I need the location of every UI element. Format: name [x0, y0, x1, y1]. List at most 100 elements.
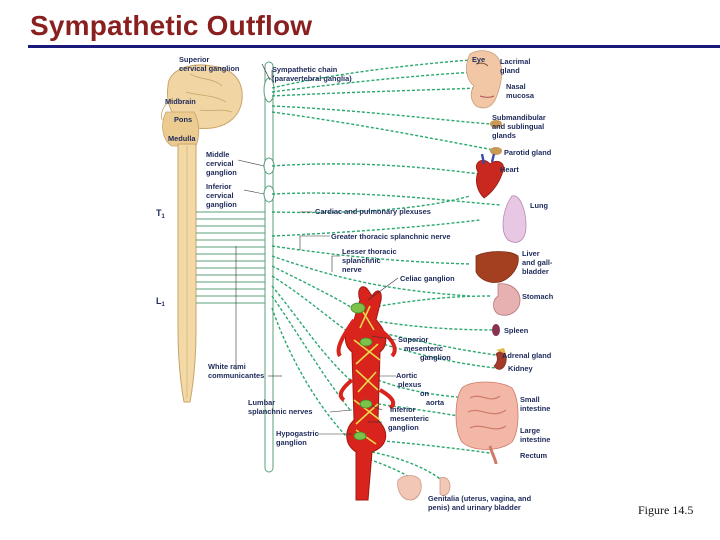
svg-text:ganglion: ganglion	[206, 168, 237, 177]
label-lesser-splanchnic-1: Lesser thoracic	[342, 247, 397, 256]
label-superior-mesenteric-1: Superior	[398, 335, 429, 344]
gland-icon	[490, 120, 502, 155]
label-greater-splanchnic: Greater thoracic splanchnic nerve	[331, 232, 451, 241]
svg-text:Lacrimal: Lacrimal	[500, 57, 530, 66]
label-celiac-ganglion: Celiac ganglion	[400, 274, 455, 283]
label-l1: L1	[156, 296, 166, 308]
svg-text:Spleen: Spleen	[504, 326, 529, 335]
label-middle-cervical-1: Middle	[206, 150, 229, 159]
svg-text:Greater thoracic splanchnic ne: Greater thoracic splanchnic nerve	[331, 232, 451, 241]
organ-adrenal: Adrenal gland	[502, 351, 552, 360]
svg-text:Large: Large	[520, 426, 540, 435]
svg-text:on: on	[420, 389, 430, 398]
svg-text:Aortic: Aortic	[396, 371, 417, 380]
label-pons: Pons	[174, 115, 192, 124]
svg-text:intestine: intestine	[520, 404, 550, 413]
spleen-icon	[492, 324, 500, 336]
label-aortic-plexus-3: on	[420, 389, 430, 398]
svg-text:Superior: Superior	[398, 335, 429, 344]
svg-text:ganglion: ganglion	[388, 423, 419, 432]
svg-text:Rectum: Rectum	[520, 451, 548, 460]
organ-small-intestine-2: intestine	[520, 404, 550, 413]
label-midbrain: Midbrain	[165, 97, 196, 106]
brain	[161, 64, 243, 147]
organ-lacrimal-2: gland	[500, 66, 520, 75]
svg-text:ganglion: ganglion	[206, 200, 237, 209]
svg-text:Kidney: Kidney	[508, 364, 534, 373]
label-aortic-plexus-1: Aortic	[396, 371, 417, 380]
svg-text:Liver: Liver	[522, 249, 540, 258]
label-inferior-cervical-3: ganglion	[206, 200, 237, 209]
label-cardiac-plexuses: Cardiac and pulmonary plexuses	[315, 207, 431, 216]
organ-large-intestine-1: Large	[520, 426, 540, 435]
svg-text:Heart: Heart	[500, 165, 519, 174]
svg-text:cervical ganglion: cervical ganglion	[179, 64, 240, 73]
label-superior-cervical-1: Superior	[179, 55, 210, 64]
svg-text:communicantes: communicantes	[208, 371, 264, 380]
label-aortic-plexus-2: plexus	[398, 380, 421, 389]
svg-text:bladder: bladder	[522, 267, 549, 276]
label-t1: T1	[156, 208, 166, 220]
white-rami-lines	[196, 211, 272, 304]
aorta	[336, 286, 397, 501]
sympathetic-chain	[263, 61, 275, 473]
label-superior-cervical-2: cervical ganglion	[179, 64, 240, 73]
sympathetic-outflow-diagram: Superior cervical ganglion Sympathetic c…	[156, 50, 554, 512]
svg-text:mesenteric: mesenteric	[404, 344, 443, 353]
svg-text:Small: Small	[520, 395, 540, 404]
kidney-icon	[493, 348, 507, 370]
svg-text:penis) and urinary bladder: penis) and urinary bladder	[428, 503, 521, 512]
label-lumbar-splanchnic-1: Lumbar	[248, 398, 275, 407]
svg-text:ganglion: ganglion	[420, 353, 451, 362]
svg-text:nerve: nerve	[342, 265, 362, 274]
organ-liver-3: bladder	[522, 267, 549, 276]
svg-text:Superior: Superior	[179, 55, 210, 64]
svg-text:Cardiac and pulmonary plexuses: Cardiac and pulmonary plexuses	[315, 207, 431, 216]
organ-kidney: Kidney	[508, 364, 534, 373]
svg-text:glands: glands	[492, 131, 516, 140]
label-aortic-plexus-4: aorta	[426, 398, 445, 407]
organ-submandibular-3: glands	[492, 131, 516, 140]
label-sympathetic-chain-2: (paravertebral ganglia)	[272, 74, 352, 83]
svg-text:Lumbar: Lumbar	[248, 398, 275, 407]
label-sympathetic-chain-1: Sympathetic chain	[272, 65, 338, 74]
diagram-labels: Superior cervical ganglion Sympathetic c…	[156, 55, 532, 512]
organ-lung: Lung	[530, 201, 549, 210]
organ-liver-1: Liver	[522, 249, 540, 258]
leader-lines	[235, 63, 399, 435]
intestine-icon	[455, 381, 519, 465]
label-middle-cervical-2: cervical	[206, 159, 234, 168]
svg-text:Stomach: Stomach	[522, 292, 554, 301]
heart-icon	[476, 153, 504, 199]
organ-heart: Heart	[500, 165, 519, 174]
organ-small-intestine-1: Small	[520, 395, 540, 404]
svg-text:ganglion: ganglion	[276, 438, 307, 447]
label-inferior-mesenteric-2: mesenteric	[390, 414, 429, 423]
organ-eye: Eye	[472, 55, 485, 64]
svg-text:Eye: Eye	[472, 55, 485, 64]
label-lumbar-splanchnic-2: splanchnic nerves	[248, 407, 313, 416]
svg-text:Hypogastric: Hypogastric	[276, 429, 319, 438]
stomach-icon	[493, 283, 521, 316]
organ-stomach: Stomach	[522, 292, 554, 301]
label-superior-mesenteric-3: ganglion	[420, 353, 451, 362]
organ-submandibular-1: Submandibular	[492, 113, 546, 122]
svg-text:mesenteric: mesenteric	[390, 414, 429, 423]
svg-text:Adrenal gland: Adrenal gland	[502, 351, 552, 360]
svg-text:Celiac ganglion: Celiac ganglion	[400, 274, 455, 283]
organ-liver-2: and gall-	[522, 258, 553, 267]
organ-parotid: Parotid gland	[504, 148, 552, 157]
organ-labels: Eye Lacrimal gland Nasal mucosa Submandi…	[472, 55, 554, 460]
liver-icon	[475, 251, 519, 283]
svg-text:Lung: Lung	[530, 201, 549, 210]
svg-text:Parotid gland: Parotid gland	[504, 148, 552, 157]
label-inferior-cervical-1: Inferior	[206, 182, 232, 191]
svg-text:Nasal: Nasal	[506, 82, 526, 91]
label-lesser-splanchnic-2: splanchnic	[342, 256, 381, 265]
title-underline	[28, 45, 720, 48]
svg-text:Pons: Pons	[174, 115, 192, 124]
label-hypogastric-2: ganglion	[276, 438, 307, 447]
label-white-rami-1: White rami	[208, 362, 246, 371]
label-inferior-mesenteric-1: Inferior	[390, 405, 416, 414]
figure-caption: Figure 14.5	[638, 503, 694, 517]
